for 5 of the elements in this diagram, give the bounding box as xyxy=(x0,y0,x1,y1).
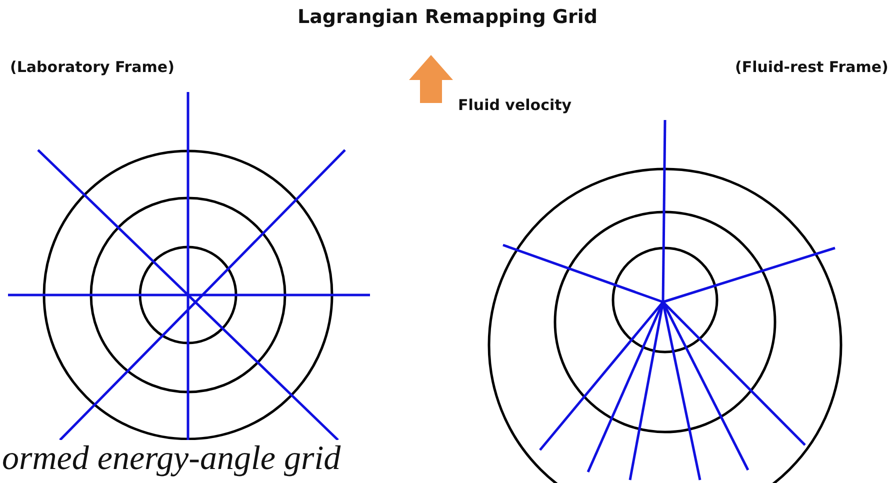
velocity-label: Fluid velocity xyxy=(458,96,572,114)
diagram-title: Lagrangian Remapping Grid xyxy=(296,6,598,28)
caption-text: ormed energy-angle grid xyxy=(2,440,341,478)
frame-label: (Laboratory Frame) xyxy=(10,58,174,76)
frame-label: (Fluid-rest Frame) xyxy=(735,58,888,76)
